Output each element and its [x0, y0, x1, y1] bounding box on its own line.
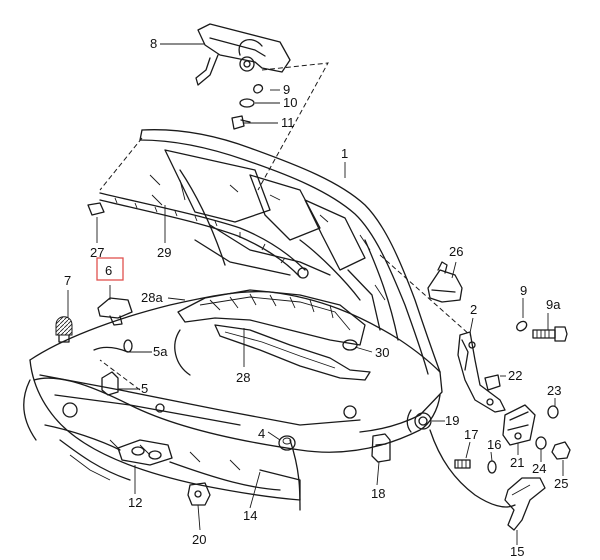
nut-25 — [551, 441, 571, 460]
leader-dashed — [99, 137, 143, 191]
label-20: 20 — [192, 532, 206, 547]
label-5a: 5a — [153, 344, 168, 359]
leader-dashed — [257, 62, 329, 191]
label-21: 21 — [510, 455, 524, 470]
label-9: 9 — [283, 82, 290, 97]
label-10: 10 — [283, 95, 297, 110]
label-17: 17 — [464, 427, 478, 442]
washer-16 — [487, 460, 497, 474]
label-16: 16 — [487, 437, 501, 452]
label-2: 2 — [470, 302, 477, 317]
leader-dashed — [379, 254, 471, 336]
label-7: 7 — [64, 273, 71, 288]
label-30: 30 — [375, 345, 389, 360]
bracket-26 — [427, 261, 463, 303]
hood-seal-strip — [99, 192, 309, 279]
label-12: 12 — [128, 495, 142, 510]
highlight-box — [96, 257, 124, 281]
label-19: 19 — [445, 413, 459, 428]
buffer-4 — [278, 435, 296, 451]
release-cable — [169, 429, 546, 531]
lock-base-12 — [117, 439, 173, 466]
hood-panel — [139, 129, 441, 375]
cable-clip-20 — [187, 482, 211, 506]
spring-clip-9-right — [516, 320, 528, 332]
label-9a: 9a — [546, 297, 561, 312]
clip-27 — [87, 202, 105, 216]
bolt-9a — [532, 326, 568, 342]
cable-guide-18 — [371, 433, 391, 463]
clip-5 — [101, 371, 119, 396]
washer-23 — [547, 405, 559, 419]
water-deflector — [174, 289, 371, 381]
label-14: 14 — [243, 508, 257, 523]
label-15: 15 — [510, 544, 524, 559]
leader-lines — [67, 43, 564, 545]
callout-labels: 8 9 10 11 1 27 29 26 6 7 28a 9 9a 2 30 5… — [64, 36, 568, 559]
leader-dashed — [99, 359, 141, 391]
label-28a: 28a — [141, 290, 163, 305]
label-5: 5 — [141, 381, 148, 396]
label-22: 22 — [508, 368, 522, 383]
hinge-bracket-lower — [502, 404, 536, 446]
label-9-right: 9 — [520, 283, 527, 298]
label-4: 4 — [258, 426, 265, 441]
label-23: 23 — [547, 383, 561, 398]
label-8: 8 — [150, 36, 157, 51]
label-6: 6 — [105, 263, 112, 278]
hose-5a — [93, 339, 133, 353]
label-1: 1 — [341, 146, 348, 161]
label-11: 11 — [281, 115, 295, 130]
label-18: 18 — [371, 486, 385, 501]
spring-clip-9 — [253, 84, 264, 94]
label-29: 29 — [157, 245, 171, 260]
hood-hinge — [457, 331, 506, 413]
label-24: 24 — [532, 461, 546, 476]
label-26: 26 — [449, 244, 463, 259]
label-25: 25 — [554, 476, 568, 491]
washer-10 — [239, 98, 255, 108]
cap-7 — [55, 316, 73, 343]
label-27: 27 — [90, 245, 104, 260]
screw-17 — [454, 459, 471, 469]
washer-24 — [535, 436, 547, 450]
grommet-19 — [406, 409, 432, 433]
bolt-11 — [231, 115, 251, 130]
hood-lock — [195, 23, 291, 86]
label-28: 28 — [236, 370, 250, 385]
